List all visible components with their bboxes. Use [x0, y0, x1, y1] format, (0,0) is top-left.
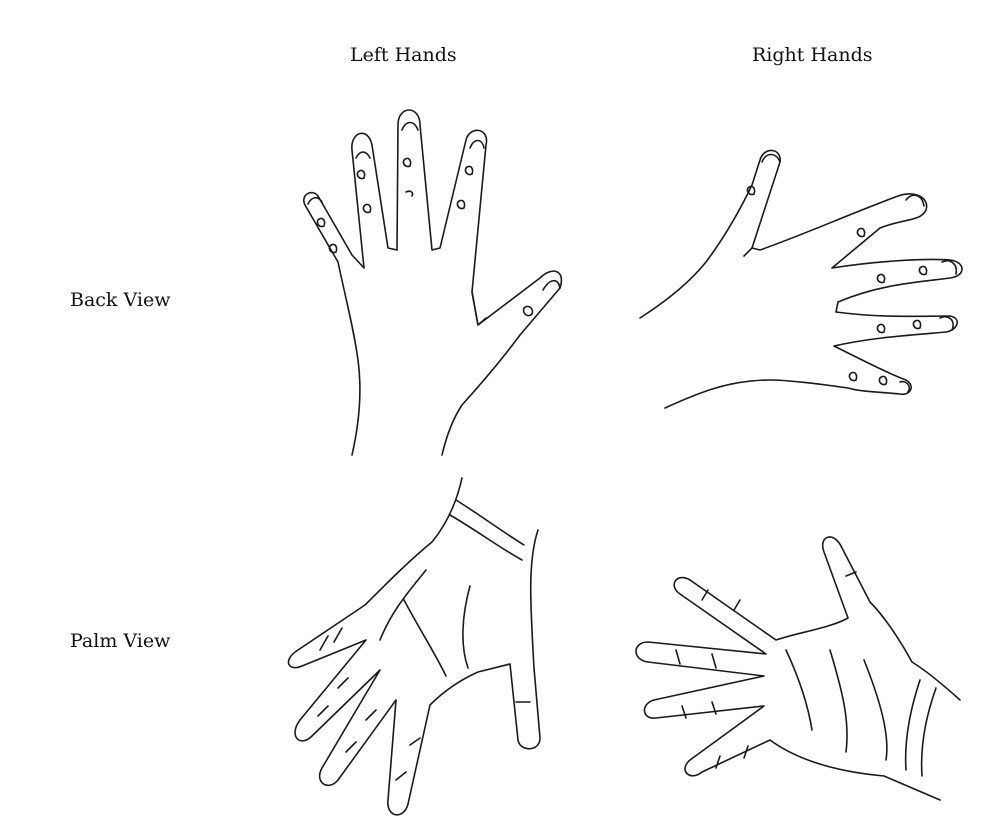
column-header-left-hands: Left Hands: [350, 44, 457, 66]
row-label-back-view: Back View: [70, 289, 171, 311]
column-header-right-hands: Right Hands: [752, 44, 873, 66]
row-label-palm-view: Palm View: [70, 630, 171, 652]
